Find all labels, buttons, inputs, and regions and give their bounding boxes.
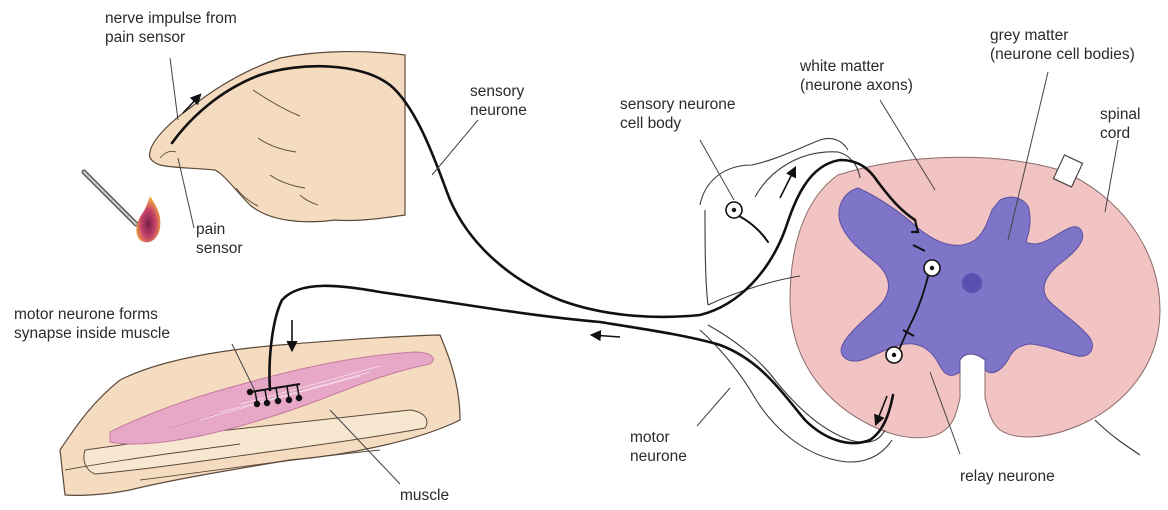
hand-illustration	[149, 52, 405, 222]
label-spinal-cord: spinal cord	[1100, 105, 1141, 143]
flame-icon	[136, 196, 160, 242]
arrow-icon	[592, 335, 620, 337]
burning-match	[84, 172, 160, 242]
label-grey-matter-line1: grey matter	[990, 26, 1135, 45]
label-sensory-neurone: sensory neurone	[470, 82, 527, 120]
label-sensory-cell-body-line2: cell body	[620, 114, 735, 133]
label-grey-matter: grey matter (neurone cell bodies)	[990, 26, 1135, 64]
arrow-icon	[780, 168, 795, 198]
label-sensory-neurone-line1: sensory	[470, 82, 527, 101]
label-pain-sensor-line1: pain	[196, 220, 243, 239]
label-relay-neurone-text: relay neurone	[960, 467, 1055, 486]
label-muscle-text: muscle	[400, 486, 449, 505]
label-white-matter: white matter (neurone axons)	[800, 57, 913, 95]
label-muscle: muscle	[400, 486, 449, 505]
label-spinal-cord-line2: cord	[1100, 124, 1141, 143]
hand	[149, 52, 405, 222]
label-sensory-neurone-line2: neurone	[470, 101, 527, 120]
label-nerve-impulse-line2: pain sensor	[105, 28, 237, 47]
label-motor-neurone-line1: motor	[630, 428, 687, 447]
arm-illustration	[60, 335, 460, 495]
central-canal	[962, 273, 982, 293]
label-motor-neurone-line2: neurone	[630, 447, 687, 466]
label-nerve-impulse-line1: nerve impulse from	[105, 9, 237, 28]
label-sensory-cell-body: sensory neurone cell body	[620, 95, 735, 133]
label-pain-sensor-line2: sensor	[196, 239, 243, 258]
label-relay-neurone: relay neurone	[960, 467, 1055, 486]
label-grey-matter-line2: (neurone cell bodies)	[990, 45, 1135, 64]
label-white-matter-line1: white matter	[800, 57, 913, 76]
label-motor-synapse: motor neurone forms synapse inside muscl…	[14, 305, 170, 343]
label-nerve-impulse: nerve impulse from pain sensor	[105, 9, 237, 47]
label-sensory-cell-body-line1: sensory neurone	[620, 95, 735, 114]
label-spinal-cord-line1: spinal	[1100, 105, 1141, 124]
label-white-matter-line2: (neurone axons)	[800, 76, 913, 95]
label-motor-neurone: motor neurone	[630, 428, 687, 466]
label-pain-sensor: pain sensor	[196, 220, 243, 258]
label-motor-synapse-line2: synapse inside muscle	[14, 324, 170, 343]
spinal-cord	[790, 157, 1160, 438]
label-motor-synapse-line1: motor neurone forms	[14, 305, 170, 324]
